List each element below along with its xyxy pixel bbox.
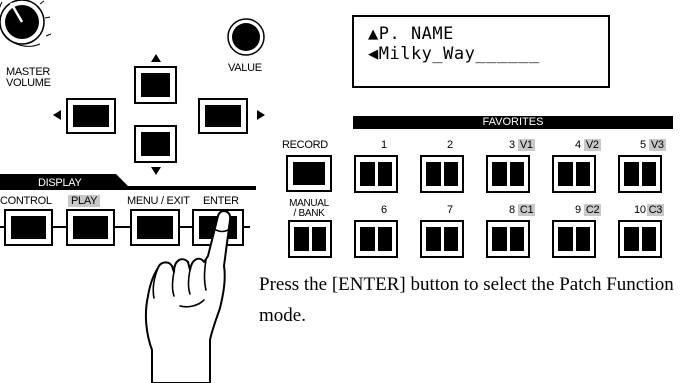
favorite-7-label: 7 [447,204,453,216]
master-volume-knob[interactable] [0,0,70,60]
lcd-line-2: ◀Milky_Way______ [368,44,540,64]
record-label: RECORD [282,139,328,151]
menu-exit-button-label: MENU / EXIT [127,195,190,207]
cursor-up-button[interactable] [134,66,177,104]
favorite-5-button[interactable] [618,155,662,193]
master-volume-label: MASTER VOLUME [6,66,51,89]
value-knob[interactable] [226,17,266,57]
favorite-3-badge: V1 [517,139,535,151]
favorite-9-button[interactable] [552,220,596,258]
favorite-8-button[interactable] [486,220,530,258]
display-header: DISPLAY [38,177,82,189]
favorite-6-button[interactable] [354,220,398,258]
arrow-up-icon [151,54,161,62]
lcd-display: ▲P. NAME ◀Milky_Way______ [352,15,610,88]
hand-pointer-icon [144,210,232,383]
record-button[interactable] [286,155,332,192]
cursor-down-button[interactable] [134,125,177,163]
cursor-left-button[interactable] [66,98,116,134]
manual-bank-label: MANUAL / BANK [289,198,329,219]
favorite-5-badge: V3 [648,139,666,151]
favorite-9-badge: C2 [583,204,602,216]
display-section-bar [0,174,256,190]
favorites-header: FAVORITES [353,116,673,129]
favorite-6-label: 6 [381,204,387,216]
play-button[interactable] [66,209,115,246]
favorite-2-label: 2 [447,139,453,151]
arrow-left-icon [53,110,61,120]
instruction-caption: Press the [ENTER] button to select the P… [259,274,674,326]
value-knob-label: VALUE [228,62,262,74]
favorite-4-button[interactable] [552,155,596,193]
play-button-label: PLAY [68,195,101,207]
favorite-10-badge: C3 [646,204,665,216]
favorite-1-button[interactable] [354,155,398,193]
favorite-10-button[interactable] [618,220,662,258]
favorite-1-label: 1 [381,139,387,151]
enter-button-label: ENTER [203,195,239,207]
arrow-down-icon [151,167,161,175]
manual-bank-button[interactable] [288,220,332,258]
arrow-right-icon [257,110,265,120]
menu-exit-button[interactable] [130,209,180,246]
display-connector-line [0,226,250,228]
favorite-3-button[interactable] [486,155,530,193]
favorite-4-badge: V2 [583,139,601,151]
favorite-7-button[interactable] [420,220,464,258]
favorite-8-badge: C1 [517,204,536,216]
control-button-label: CONTROL [0,195,52,207]
lcd-line-1: ▲P. NAME [368,24,454,44]
favorite-2-button[interactable] [420,155,464,193]
cursor-right-button[interactable] [198,98,248,134]
control-button[interactable] [4,209,53,246]
